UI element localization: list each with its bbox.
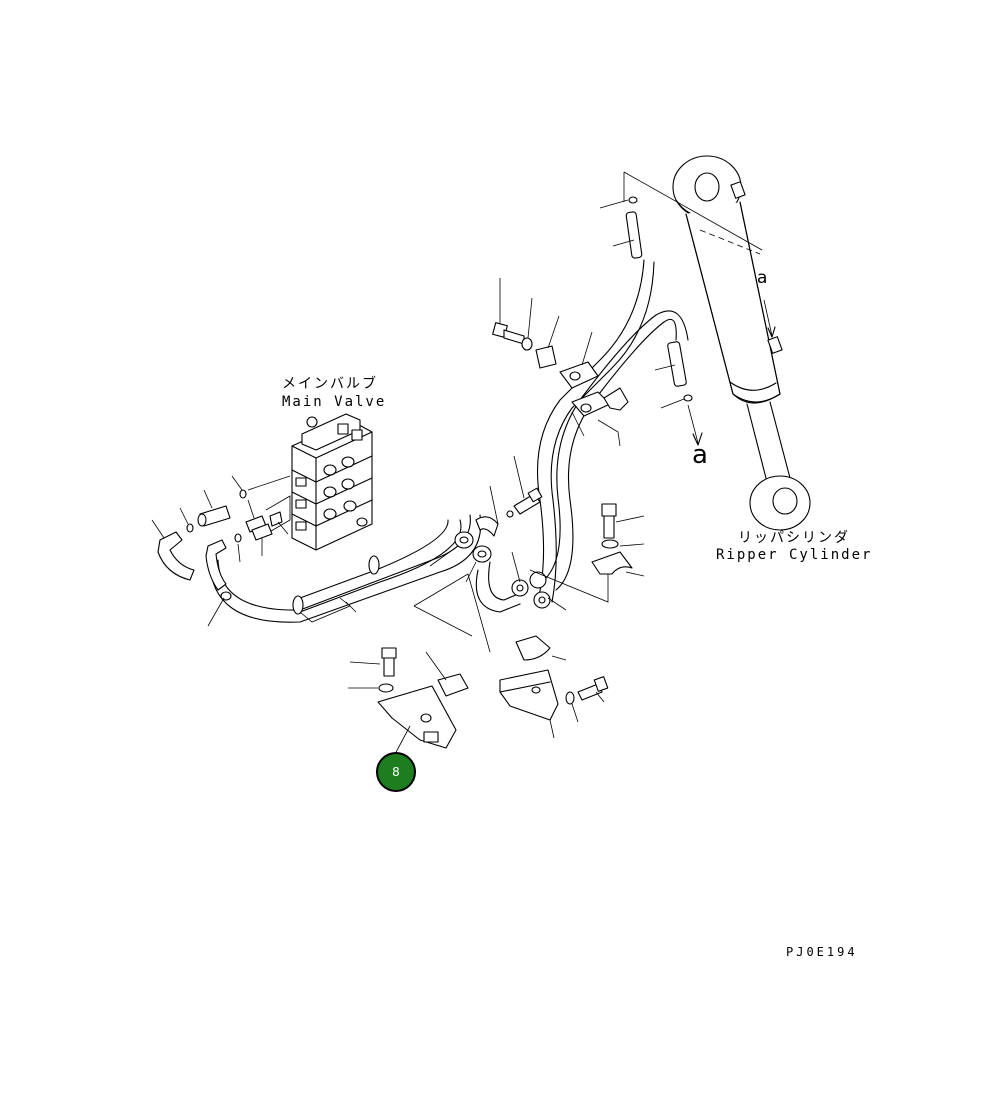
main-valve-label-jp: メインバルブ xyxy=(282,376,378,392)
valve-fittings xyxy=(151,475,289,627)
clamp-group-right xyxy=(591,503,645,577)
callout-badge[interactable]: 8 xyxy=(376,752,416,792)
clamp-group-upper xyxy=(492,278,629,447)
ref-label-upper: a xyxy=(757,268,768,288)
ripper-cylinder xyxy=(623,155,811,531)
ref-label-lower: a xyxy=(692,440,708,470)
main-valve-label-en: Main Valve xyxy=(282,394,387,410)
lower-brackets xyxy=(348,635,609,757)
main-valve xyxy=(247,413,373,551)
upper-fittings xyxy=(599,196,703,446)
drawing-code: PJ0E194 xyxy=(786,945,858,959)
ripper-cylinder-label-jp: リッパシリンダ xyxy=(738,530,850,546)
clamp-group-middle xyxy=(292,455,609,653)
ripper-cylinder-label-en: Ripper Cylinder xyxy=(716,547,873,563)
